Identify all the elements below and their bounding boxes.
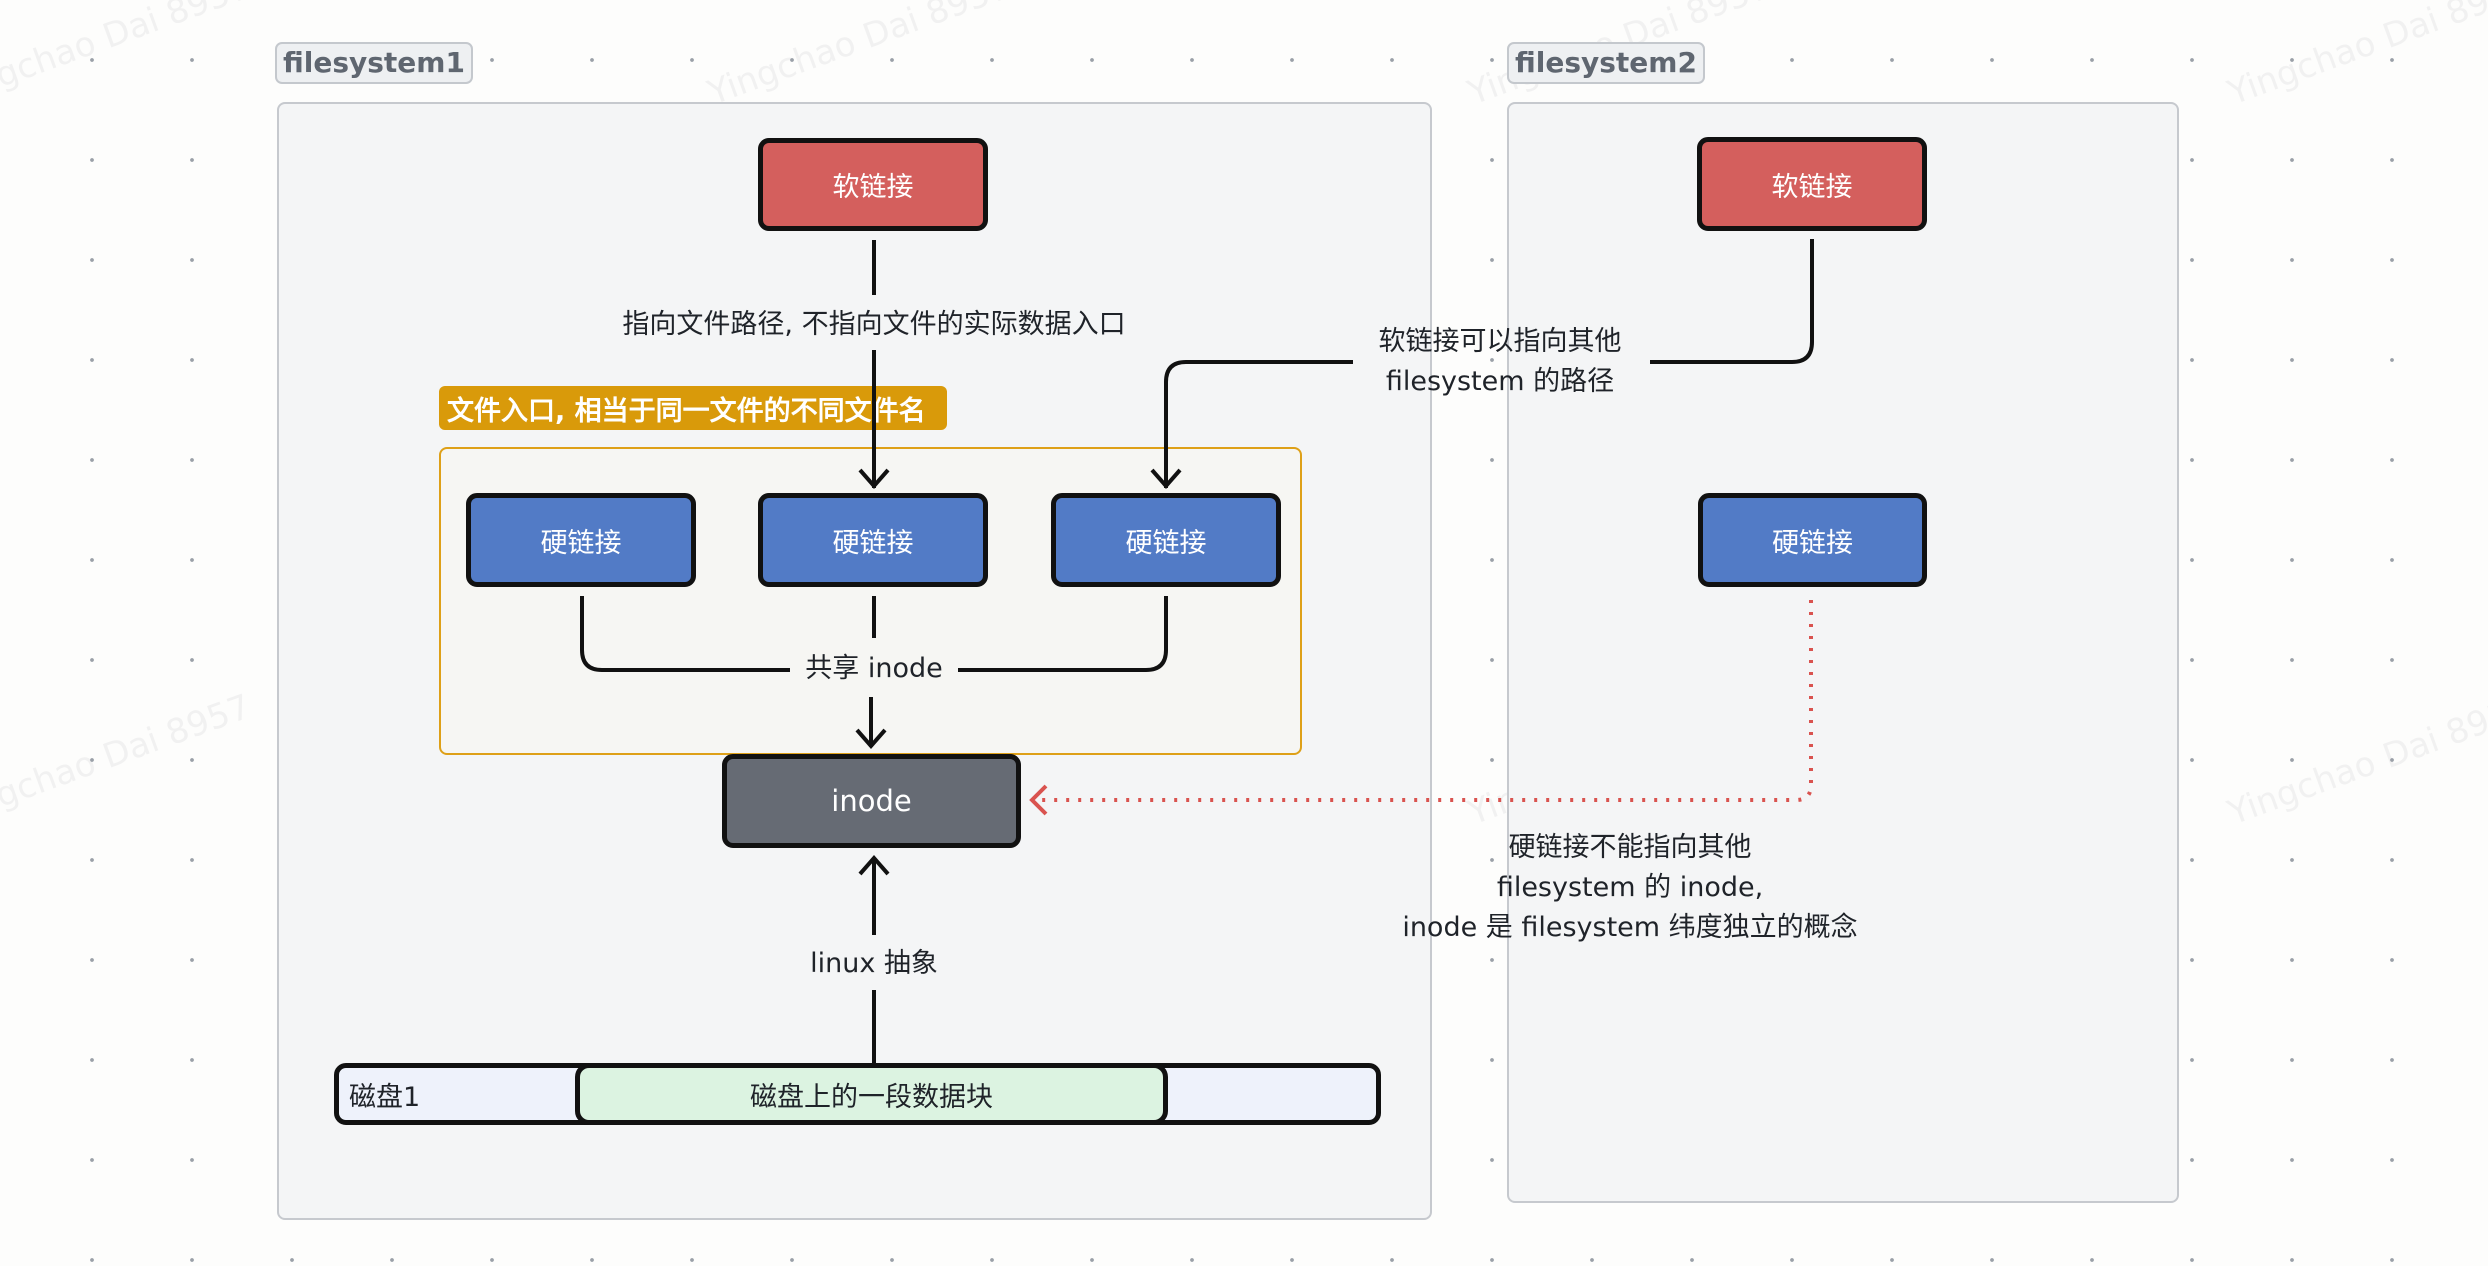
fs1-soft-link-node[interactable]: 软链接 [758, 138, 988, 231]
filesystem2-label: filesystem2 [1507, 42, 1705, 84]
fs2-soft-link-node[interactable]: 软链接 [1697, 137, 1927, 231]
disk-1-label: 磁盘1 [349, 1081, 421, 1113]
fs2-hard-link-label: 硬链接 [1772, 527, 1853, 559]
soft-link-note-line-1: 软链接可以指向其他 [1378, 326, 1622, 357]
fs1-soft-link-label: 软链接 [832, 172, 914, 203]
soft-link-edge-label: 指向文件路径, 不指向文件的实际数据入口 [622, 309, 1126, 340]
watermark: Yingchao Dai 8957 [2222, 686, 2488, 834]
hard-link-note-line-1: 硬链接不能指向其他 [1508, 832, 1752, 863]
linux-abstraction-edge-label: linux 抽象 [810, 948, 938, 979]
hard-link-group-tag: 文件入口, 相当于同一文件的不同文件名 [439, 386, 947, 430]
shared-inode-edge-label: 共享 inode [805, 653, 943, 684]
fs1-hard-link-label-2: 硬链接 [832, 527, 914, 559]
watermark: Yingchao Dai 8957 [2222, 0, 2488, 114]
watermark: Yingchao Dai 8957 [702, 0, 1016, 114]
disk-data-block-label: 磁盘上的一段数据块 [750, 1081, 993, 1113]
watermark: Yingchao Dai 8957 [0, 0, 256, 114]
fs1-hard-link-node-3[interactable]: 硬链接 [1051, 493, 1281, 587]
hard-link-cross-fs-note: 硬链接不能指向其他 filesystem 的 inode, inode 是 fi… [1400, 828, 1860, 948]
watermark: Yingchao Dai 8957 [0, 686, 256, 834]
fs1-inode-label: inode [831, 784, 912, 818]
fs2-soft-link-label: 软链接 [1771, 171, 1853, 203]
soft-link-note-line-2: filesystem 的路径 [1385, 366, 1615, 397]
fs1-hard-link-label-3: 硬链接 [1125, 527, 1207, 559]
fs1-hard-link-node-2[interactable]: 硬链接 [758, 493, 988, 587]
hard-link-note-line-2: filesystem 的 inode, [1496, 872, 1764, 903]
fs1-hard-link-node-1[interactable]: 硬链接 [466, 493, 696, 587]
disk-data-block[interactable]: 磁盘上的一段数据块 [575, 1063, 1168, 1125]
soft-link-cross-fs-note: 软链接可以指向其他 filesystem 的路径 [1355, 322, 1645, 402]
filesystem2-frame [1507, 102, 2179, 1203]
hard-link-note-line-3: inode 是 filesystem 纬度独立的概念 [1402, 912, 1858, 943]
filesystem1-label: filesystem1 [275, 42, 473, 84]
fs1-hard-link-label-1: 硬链接 [540, 527, 622, 559]
fs1-inode-node[interactable]: inode [722, 754, 1021, 848]
fs2-hard-link-node[interactable]: 硬链接 [1698, 493, 1927, 587]
